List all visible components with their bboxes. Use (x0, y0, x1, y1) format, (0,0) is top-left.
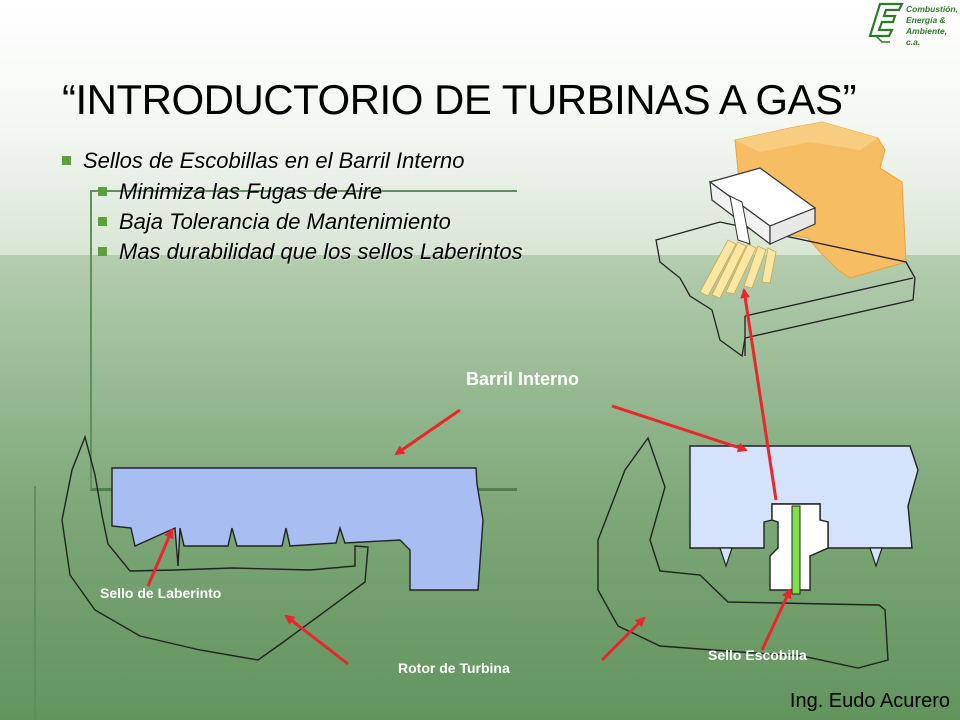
cea-logo-text: Combustión, Energía & Ambiente, c.a. (906, 4, 960, 48)
bullet-sub-3: Mas durabilidad que los sellos Laberinto… (98, 239, 523, 265)
bullet-main-text: Sellos de Escobillas en el Barril Intern… (83, 148, 465, 173)
cea-logo (862, 2, 958, 44)
bullet-sub-1: Minimiza las Fugas de Aire (98, 179, 382, 205)
brush-seal-3d-detail (655, 121, 916, 358)
base-slab-shape (655, 221, 916, 358)
arrow-barril-right (611, 404, 748, 453)
arrow-laberinto (146, 528, 174, 587)
author-footer: Ing. Eudo Acurero (789, 690, 950, 712)
arrow-detail-link (740, 288, 778, 501)
brush-holder-plate (708, 167, 817, 246)
bullet-square-icon (62, 155, 71, 165)
label-sello-escobilla: Sello Escobilla (708, 647, 807, 663)
labyrinth-seal-section (61, 434, 484, 661)
rotor-outline-left (61, 434, 369, 661)
arrow-escobilla (760, 588, 792, 651)
bullet-square-icon (98, 186, 107, 196)
orange-housing-top (735, 122, 878, 152)
cea-logo-icon (868, 2, 904, 43)
bullet-main: Sellos de Escobillas en el Barril Intern… (62, 148, 465, 174)
label-barril-interno: Barril Interno (466, 369, 580, 389)
brush-bristles (699, 239, 777, 299)
arrow-barril-left (394, 408, 461, 456)
logo-line: Ambiente, c.a. (906, 26, 948, 47)
bullet-sub-text: Minimiza las Fugas de Aire (119, 179, 383, 204)
bullet-sub-2: Baja Tolerancia de Mantenimiento (98, 209, 451, 235)
brush-seal-tooth (869, 547, 883, 568)
brush-seal-section (597, 436, 919, 669)
brush-bristle-pack (791, 505, 801, 595)
bullet-square-icon (98, 216, 107, 226)
brush-seal-tooth (719, 547, 733, 568)
slide-title: “INTRODUCTORIO DE TURBINAS A GAS” (62, 76, 857, 123)
base-slab-front-edge (744, 277, 914, 317)
bullet-sub-text: Mas durabilidad que los sellos Laberinto… (119, 239, 523, 264)
bullet-square-icon (98, 246, 107, 256)
rotor-outline-right (597, 436, 889, 669)
label-sello-laberinto: Sello de Laberinto (100, 585, 222, 601)
logo-line: Energía & (906, 15, 946, 25)
arrow-rotor-left (284, 614, 349, 666)
logo-line: Combustión, (906, 4, 958, 14)
callout-arrows (146, 288, 792, 666)
bullet-sub-text: Baja Tolerancia de Mantenimiento (119, 209, 451, 234)
background-panel-frame-lower (34, 486, 36, 720)
arrow-rotor-right (600, 616, 646, 662)
labyrinth-seal-body (111, 467, 484, 591)
label-rotor-turbina: Rotor de Turbina (398, 660, 510, 676)
